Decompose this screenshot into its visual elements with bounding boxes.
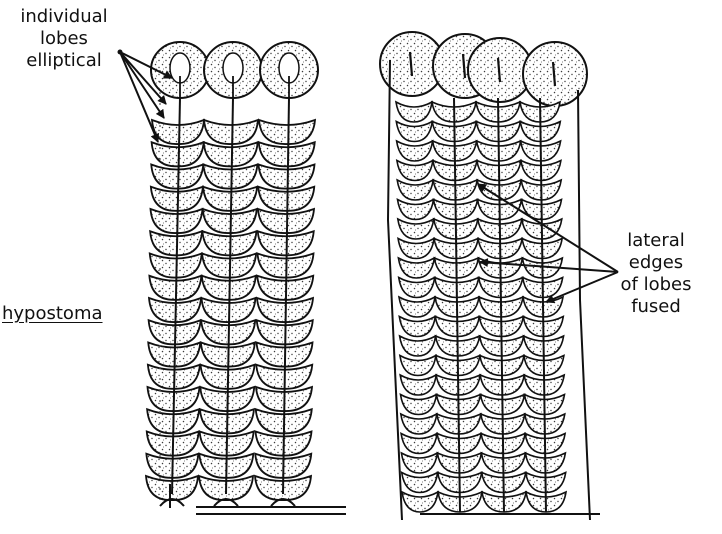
label-line: elliptical bbox=[0, 50, 128, 72]
label-individual-lobes-elliptical: individual lobes elliptical bbox=[0, 6, 128, 72]
fused-lobe bbox=[402, 492, 438, 512]
elliptical-lobe bbox=[259, 142, 315, 166]
label-lateral-edges-fused: lateral edges of lobes fused bbox=[596, 230, 716, 318]
fused-lobe bbox=[399, 297, 435, 317]
fused-lobe bbox=[397, 161, 433, 181]
fused-lobe bbox=[397, 180, 433, 200]
label-hypostoma: hypostoma bbox=[2, 303, 152, 325]
label-line: individual bbox=[0, 6, 128, 28]
fused-lobe bbox=[398, 200, 434, 220]
fused-lobe bbox=[401, 414, 437, 434]
fused-lobe bbox=[397, 141, 433, 161]
fused-lobe bbox=[396, 102, 432, 122]
fused-lobe bbox=[401, 434, 437, 454]
hypostoma-text: hypostoma bbox=[2, 303, 103, 324]
elliptical-lobe bbox=[259, 165, 315, 189]
left-hypostoma-elliptical-lobes bbox=[146, 42, 346, 514]
label-line: lobes bbox=[0, 28, 128, 50]
fused-lobe bbox=[400, 356, 436, 376]
elliptical-lobe bbox=[152, 142, 204, 166]
fused-lobe bbox=[398, 258, 434, 278]
elliptical-lobe bbox=[258, 187, 314, 211]
elliptical-lobe bbox=[203, 165, 257, 189]
fused-lobe bbox=[400, 336, 436, 356]
fused-lobe bbox=[402, 473, 438, 493]
right-hypostoma-fused-lobes bbox=[380, 32, 600, 520]
elliptical-lobe bbox=[259, 120, 315, 144]
label-line: edges bbox=[596, 252, 716, 274]
elliptical-lobe bbox=[204, 142, 258, 166]
fused-lobe bbox=[398, 219, 434, 239]
label-line: of lobes bbox=[596, 274, 716, 296]
fused-lobe bbox=[398, 239, 434, 259]
elliptical-lobe bbox=[204, 120, 258, 144]
label-line: lateral bbox=[596, 230, 716, 252]
elliptical-lobe bbox=[258, 209, 314, 233]
fused-lobe bbox=[401, 395, 437, 415]
elliptical-lobe bbox=[152, 120, 204, 144]
fused-lobe bbox=[399, 278, 435, 298]
fused-lobe bbox=[401, 453, 437, 473]
fused-lobe bbox=[399, 317, 435, 337]
fused-lobe bbox=[400, 375, 436, 395]
right-outline bbox=[578, 90, 590, 520]
label-line: fused bbox=[596, 296, 716, 318]
fused-lobe bbox=[396, 122, 432, 142]
elliptical-lobe bbox=[203, 187, 257, 211]
